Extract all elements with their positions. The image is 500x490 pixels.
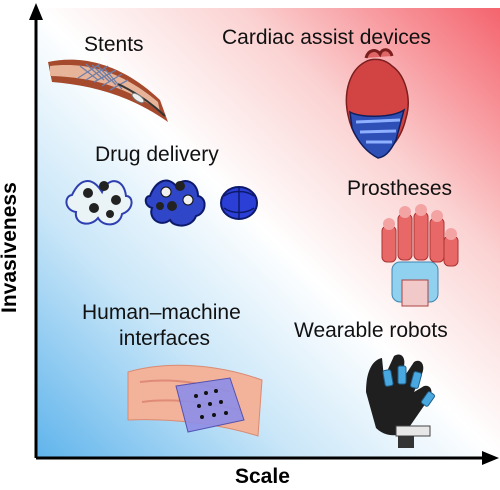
label-wearable-robots: Wearable robots bbox=[294, 319, 448, 342]
label-interfaces: interfaces bbox=[119, 327, 211, 350]
capsule-open bbox=[65, 180, 133, 226]
capsule-closed bbox=[220, 186, 258, 220]
capsule-folding bbox=[144, 179, 206, 227]
drug-capsule-icon bbox=[65, 179, 258, 227]
label-stents: Stents bbox=[84, 33, 144, 56]
stent-icon bbox=[48, 59, 168, 122]
x-axis-label: Scale bbox=[235, 465, 290, 488]
label-prostheses: Prostheses bbox=[347, 177, 453, 200]
robotic-glove-icon bbox=[366, 354, 436, 448]
heart-sleeve-icon bbox=[345, 48, 409, 159]
label-drug-delivery: Drug delivery bbox=[95, 143, 219, 166]
label-cardiac-assist-devices: Cardiac assist devices bbox=[222, 26, 431, 49]
label-human-machine: Human–machine bbox=[82, 301, 241, 324]
y-axis-label: Invasiveness bbox=[0, 182, 21, 313]
skin-patch-icon bbox=[127, 364, 263, 437]
axes bbox=[29, 3, 499, 465]
prosthetic-hand-icon bbox=[381, 204, 459, 307]
